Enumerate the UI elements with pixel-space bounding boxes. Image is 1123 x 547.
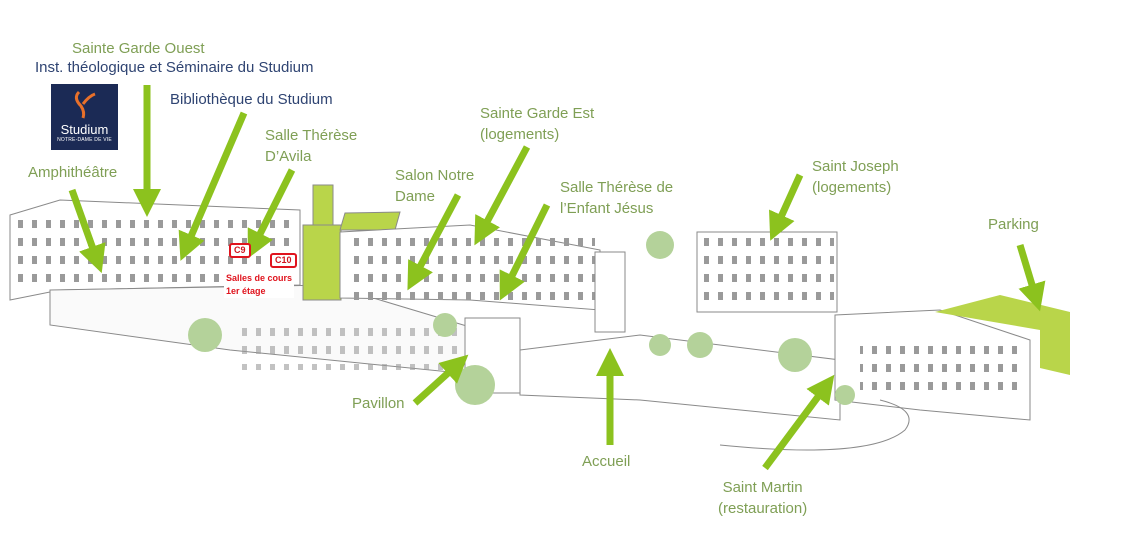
heart-logo-icon	[74, 90, 96, 119]
label-line: Salle Thérèse	[265, 127, 358, 144]
label-line: (logements)	[480, 126, 560, 143]
arrow-saint-martin	[762, 374, 835, 471]
arrow-amphitheatre	[68, 188, 106, 274]
arrows	[68, 85, 1046, 471]
label-line: Sainte Garde Est	[480, 105, 595, 122]
label-salle-therese-enfant-jesus: Salle Thérèse de l’Enfant Jésus	[560, 177, 673, 219]
note-line: Salles de cours	[226, 273, 293, 283]
note-line: 1er étage	[226, 286, 266, 296]
classrooms-note: Salles de cours 1er étage	[224, 272, 295, 298]
arrow-salle-therese-avila	[247, 168, 296, 259]
label-line: Saint Martin	[722, 479, 803, 496]
room-c10-marker: C10	[270, 253, 297, 268]
label-pavillon: Pavillon	[352, 395, 405, 412]
label-line: l’Enfant Jésus	[560, 200, 654, 217]
arrow-salon-notre-dame	[407, 193, 462, 291]
label-line: D’Avila	[265, 148, 312, 165]
label-parking: Parking	[988, 216, 1039, 233]
label-saint-joseph: Saint Joseph (logements)	[812, 156, 899, 198]
arrow-sainte-garde-est	[474, 145, 531, 246]
label-inst-theologique: Inst. théologique et Séminaire du Studiu…	[35, 59, 314, 76]
studium-logo: Studium NOTRE-DAME DE VIE	[51, 84, 118, 150]
label-line: (logements)	[812, 179, 892, 196]
label-sainte-garde-ouest: Sainte Garde Ouest	[72, 40, 205, 57]
label-sainte-garde-est: Sainte Garde Est (logements)	[480, 103, 594, 145]
logo-name: Studium	[60, 122, 109, 137]
label-accueil: Accueil	[582, 453, 631, 470]
label-line: Salle Thérèse de	[560, 179, 674, 196]
label-bibliotheque: Bibliothèque du Studium	[170, 91, 333, 108]
logo-subtitle: NOTRE-DAME DE VIE	[57, 137, 112, 143]
arrow-pavillon	[412, 354, 469, 406]
label-line: Dame	[395, 188, 436, 205]
arrow-parking	[1016, 243, 1046, 312]
label-line: Saint Joseph	[812, 158, 899, 175]
arrow-salle-therese-enfant	[499, 203, 551, 301]
label-line: Salon Notre	[395, 167, 475, 184]
label-amphitheatre: Amphithéâtre	[28, 164, 118, 181]
arrow-saint-joseph	[769, 173, 804, 241]
room-c9-marker: C9	[229, 243, 251, 258]
arrow-bibliotheque	[178, 111, 248, 261]
label-line: (restauration)	[718, 500, 808, 517]
label-saint-martin: Saint Martin (restauration)	[718, 477, 807, 519]
